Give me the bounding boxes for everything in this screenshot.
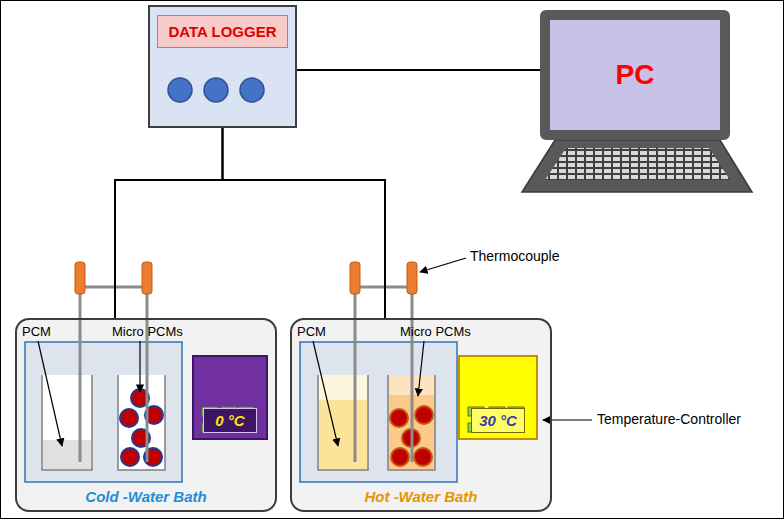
temperature-reading: 30 °C [471,408,525,433]
signal-cable [115,128,223,318]
part-label: Thermocouple [470,248,560,264]
knob [204,78,228,102]
laptop-keyboard [545,148,730,180]
laptop-screen: PC [540,10,730,140]
data-logger: DATA LOGGER [148,5,297,128]
temperature-reading: 0 °C [203,408,257,433]
laptop-base [522,140,752,192]
water-bath: Hot -Water Bath 30 °C [290,318,552,512]
part-label: PCM [297,324,326,339]
bath-label: Cold -Water Bath [85,488,206,505]
beaker-outline [318,375,368,470]
bath-fill [290,318,552,512]
beaker-tray [25,342,182,482]
beaker [318,375,368,470]
pcm-fill [319,400,367,469]
part-label: Micro PCMs [400,324,471,339]
micro-pcm-capsules [120,389,163,466]
beaker [118,375,165,470]
part-label: Micro PCMs [112,324,183,339]
knob [240,78,264,102]
water-bath: Cold -Water Bath 0 °C [15,318,277,512]
part-label: Temperature-Controller [597,411,741,427]
beaker-outline [118,375,165,470]
knob [168,78,192,102]
beaker-tray [300,342,457,482]
bath-label: Hot -Water Bath [364,488,477,505]
device-label: DATA LOGGER [157,15,287,48]
signal-cable [223,128,386,318]
device-label: PC [616,59,655,91]
signal-cable [297,69,540,71]
part-label: PCM [22,324,51,339]
temperature-controller: 0 °C [192,355,268,440]
pcm-fill [43,440,91,469]
thermocouple-probe [80,287,412,462]
thermocouple-cap [75,262,417,294]
temperature-controller: 30 °C [458,355,538,440]
leader-line [38,258,592,446]
